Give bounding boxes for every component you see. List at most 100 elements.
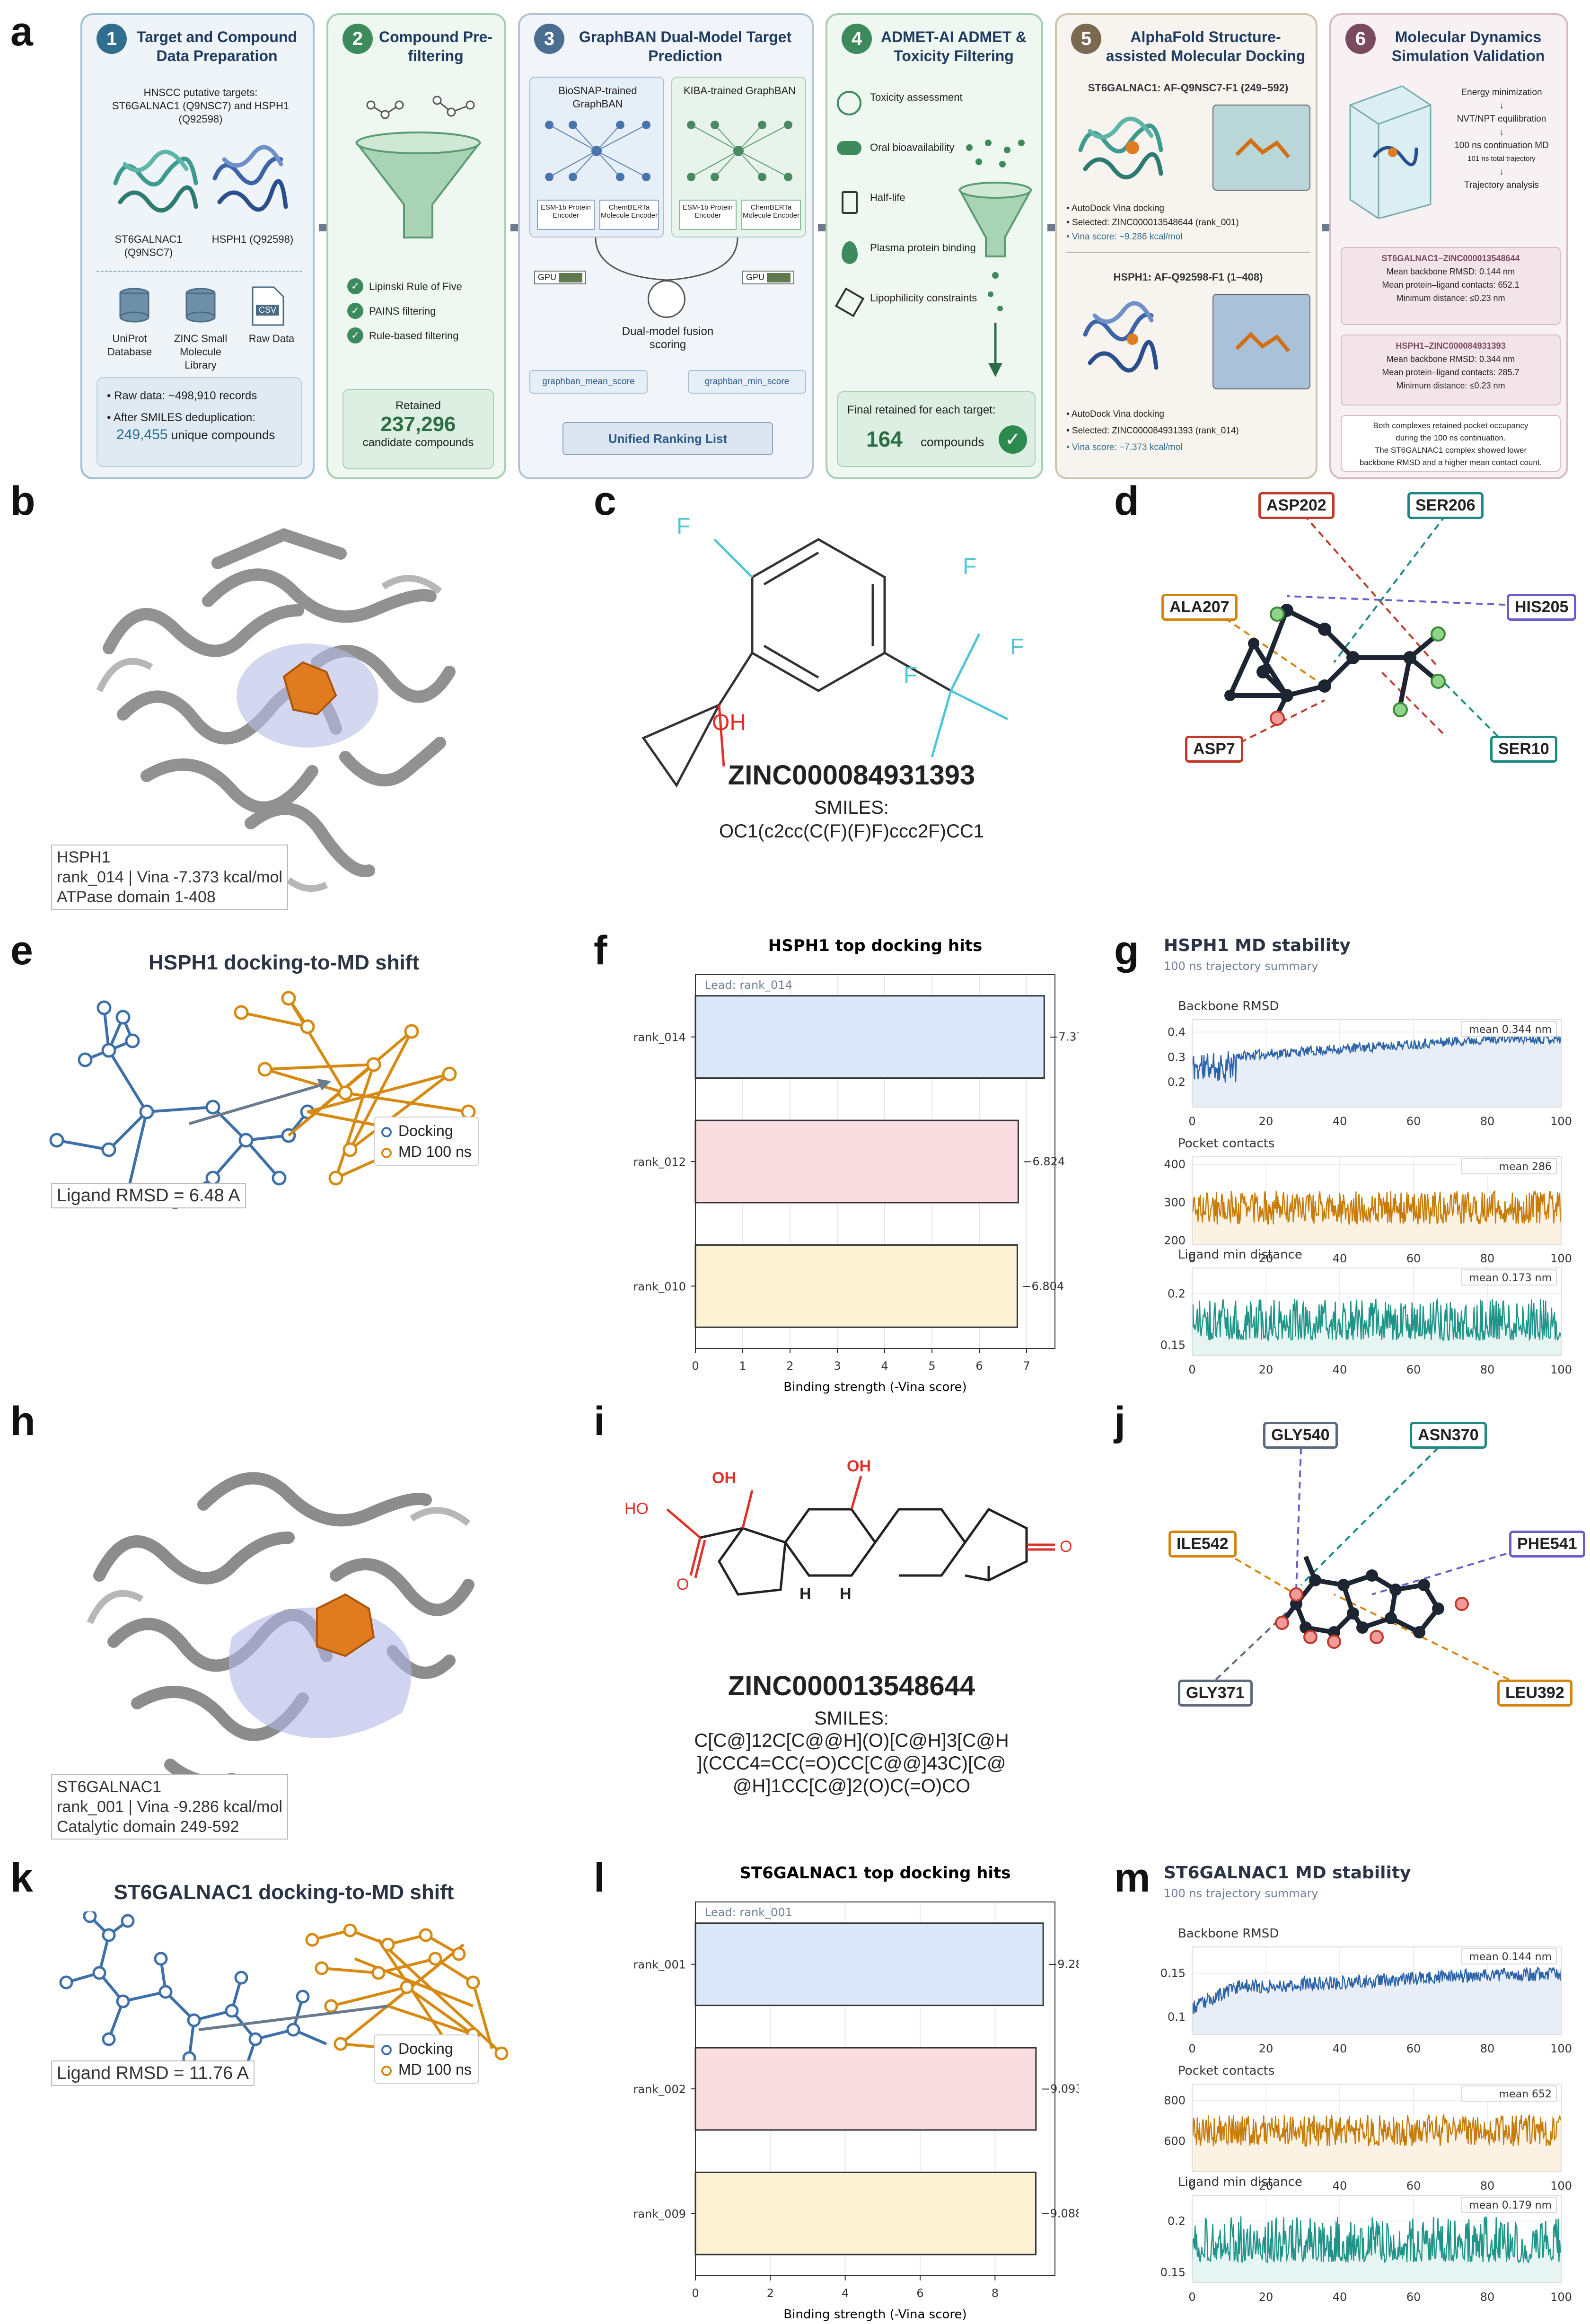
y-tick-label: rank_014 (633, 1031, 686, 1044)
db-raw: Raw Data (248, 333, 295, 344)
md-box1-line: Minimum distance: ≤0.23 nm (1396, 293, 1505, 303)
admet-oral: Oral bioavailability (837, 141, 977, 191)
mean-box (1461, 2197, 1557, 2213)
final-count: 164 (866, 427, 903, 451)
plot-frame (1192, 1156, 1562, 1245)
atom-H-2: H (840, 1585, 852, 1603)
smiles-i-line: C[C@]12C[C@@H](O)[C@H]3[C@H (694, 1730, 1009, 1751)
mean-box (1461, 1948, 1557, 1964)
st6-caption: ST6GALNAC1 rank_001 | Vina -9.286 kcal/m… (51, 1774, 288, 1840)
bar-value-label: −9.093 (1041, 2082, 1079, 2095)
stage-2-title: Compound Pre-filtering (379, 28, 492, 64)
md-step-3: 100 ns continuation MD (1454, 141, 1549, 150)
stage-6-number: 6 (1345, 24, 1376, 54)
md-result-box-2: HSPH1–ZINC000084931393 Mean backbone RMS… (1341, 335, 1561, 405)
plot-frame (1192, 2084, 1562, 2172)
stage-5-title: AlphaFold Structure-assisted Molecular D… (1106, 28, 1306, 64)
mean-score-box: graphban_mean_score (529, 370, 648, 394)
st6galnac1-structure-image (87, 1472, 474, 1788)
x-tick-label: 40 (1333, 1363, 1347, 1376)
x-tick-label: 40 (1333, 1115, 1347, 1128)
mean-box (1461, 1269, 1557, 1285)
stage-5: 5 AlphaFold Structure-assisted Molecular… (1055, 13, 1318, 479)
area-fill (1192, 1967, 1561, 2034)
y-tick-label: 400 (1164, 1158, 1186, 1171)
esm-encoder-2: ESM-1b Protein Encoder (679, 200, 737, 230)
y-tick-label: 300 (1164, 1196, 1186, 1209)
x-tick-label: 0 (1188, 2179, 1195, 2192)
drop-icon (842, 241, 858, 264)
y-tick-label: 0.3 (1168, 1050, 1186, 1064)
retained-label: Retained (395, 399, 441, 412)
hsph1-caption-line: ATPase domain 1-408 (57, 888, 216, 906)
y-tick-label: 0.15 (1160, 1338, 1186, 1352)
bar-value-label: −9.286 (1048, 1958, 1079, 1971)
retained-count: 237,296 (380, 413, 456, 436)
bar (694, 2047, 1037, 2131)
subplot-label: Backbone RMSD (1178, 1927, 1279, 1941)
dock1-line2: • Selected: ZINC000013548644 (rank_001) (1066, 218, 1239, 228)
x-tick-label: 4 (842, 2287, 849, 2300)
filter-lipinski: ✓Lipinski Rule of Five (347, 278, 462, 294)
atom-HO: HO (624, 1500, 649, 1518)
atom-H-1: H (799, 1585, 811, 1603)
plot-frame (1192, 1268, 1562, 1356)
x-tick-label: 20 (1259, 1115, 1274, 1128)
chart-title: ST6GALNAC1 top docking hits (739, 1864, 1010, 1883)
mean-label: mean 286 (1499, 1161, 1552, 1173)
atom-OH-i2: OH (847, 1457, 871, 1475)
bar-value-label: −9.088 (1040, 2207, 1079, 2220)
mean-box (1461, 1021, 1557, 1037)
residue-ala207: ALA207 (1161, 594, 1238, 621)
x-tick-label: 8 (992, 2287, 999, 2300)
residue-his205: HIS205 (1507, 594, 1577, 621)
smiles-i-line: ](CCC4=CC(=O)CC[C@@]43C)[C@ (697, 1753, 1006, 1774)
x-tick-label: 80 (1480, 1252, 1495, 1265)
circle-icon (381, 1127, 392, 1137)
md-chart-m: ST6GALNAC1 MD stability 100 ns trajectory… (1160, 1863, 1572, 2304)
lead-label: Lead: rank_001 (705, 1906, 792, 1919)
panel-label-d: d (1114, 478, 1139, 524)
x-tick-label: 100 (1550, 2290, 1572, 2304)
mean-label: mean 0.144 nm (1469, 1951, 1552, 1963)
db-uniprot: UniProt Database (107, 333, 152, 358)
esm-encoder-1: ESM-1b Protein Encoder (537, 200, 595, 230)
circle-icon (381, 1147, 392, 1158)
dedup-label: • After SMILES deduplication: (107, 411, 255, 424)
network-icon (545, 121, 650, 181)
docking-image-2 (1083, 294, 1310, 389)
protein-2-label: HSPH1 (Q92598) (211, 233, 294, 245)
x-tick-label: 7 (1023, 1359, 1030, 1373)
x-tick-label: 80 (1480, 2179, 1495, 2192)
model-kiba: KIBA-trained GraphBAN ESM-1b Protein Enc… (671, 77, 806, 238)
gpu-badge-1: GPU (534, 271, 587, 285)
x-tick-label: 0 (1188, 1252, 1195, 1265)
hsph1-caption-line: rank_014 | Vina -7.373 kcal/mol (57, 868, 282, 886)
bar (694, 1119, 1019, 1204)
subplot-label: Ligand min distance (1178, 2175, 1302, 2189)
x-tick-label: 3 (834, 1359, 841, 1373)
atom-F-1: F (676, 514, 691, 539)
x-tick-label: 60 (1406, 2179, 1421, 2192)
x-tick-label: 60 (1406, 1115, 1421, 1128)
ligand-rmsd-k: Ligand RMSD = 11.76 A (51, 2060, 255, 2086)
x-tick-label: 60 (1406, 1252, 1421, 1265)
chart-title: HSPH1 MD stability (1164, 936, 1351, 955)
md-summary-line: Both complexes retained pocket occupancy (1373, 421, 1529, 430)
chart-title: ST6GALNAC1 MD stability (1164, 1863, 1411, 1883)
y-tick-label: 0.15 (1160, 2266, 1186, 2279)
md-summary-line: backbone RMSD and a higher mean contact … (1359, 458, 1542, 467)
bar (694, 2171, 1037, 2255)
bar (694, 995, 1045, 1079)
panel-label-m: m (1114, 1855, 1151, 1901)
stage-6: 6 Molecular Dynamics Simulation Validati… (1329, 13, 1568, 479)
chart-subtitle: 100 ns trajectory summary (1164, 1887, 1318, 1900)
chart-title: HSPH1 top docking hits (768, 936, 982, 955)
x-tick-label: 2 (767, 2287, 774, 2300)
md-steps: Energy minimization↓ NVT/NPT equilibrati… (1440, 86, 1563, 192)
db-zinc: ZINC Small Molecule Library (174, 333, 228, 371)
residue-ser10: SER10 (1490, 736, 1557, 763)
x-tick-label: 100 (1550, 1115, 1572, 1128)
